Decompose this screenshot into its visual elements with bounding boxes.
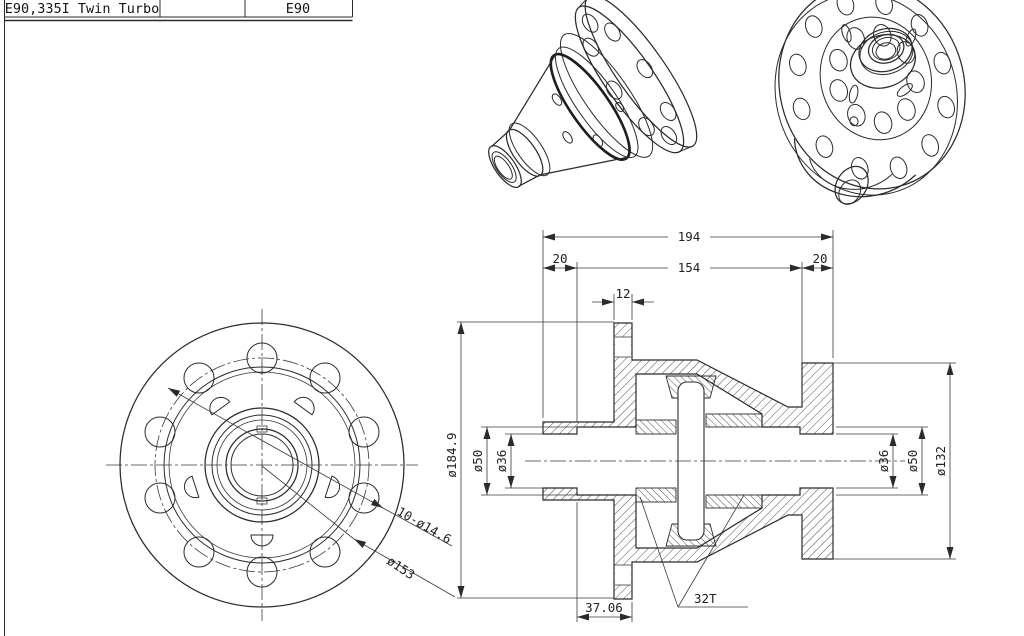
front-view: 10-ø14.6 ø153 bbox=[106, 309, 456, 621]
window-circle-dim: ø153 bbox=[384, 553, 417, 582]
iso-view-cone bbox=[488, 0, 698, 189]
dim-flange-width: 12 bbox=[615, 286, 630, 301]
dim-right-flange-od: ø132 bbox=[933, 446, 948, 476]
window-cutouts bbox=[183, 396, 341, 547]
front-hub bbox=[204, 407, 320, 523]
dim-right-offset: 20 bbox=[812, 251, 827, 266]
bolt-hole-dim: 10-ø14.6 bbox=[395, 504, 455, 547]
dim-spline-teeth: 32T bbox=[694, 591, 717, 606]
dim-text-mask bbox=[670, 260, 708, 272]
dim-right-bore: ø36 bbox=[876, 450, 891, 473]
dim-flange-face-offset: 37.06 bbox=[585, 600, 623, 615]
bolt-circle bbox=[154, 357, 370, 573]
title-cell-model: E90,335I Twin Turbo bbox=[5, 1, 159, 17]
dim-text-mask bbox=[670, 228, 708, 240]
flange-bolt-hole-section bbox=[615, 337, 631, 357]
cone-oil-holes bbox=[551, 93, 624, 147]
outer-hole-ring bbox=[789, 0, 955, 180]
dim-flange-od: ø184.9 bbox=[444, 432, 459, 477]
dim-left-counterbore: ø50 bbox=[470, 450, 485, 473]
title-cell-platform: E90 bbox=[286, 1, 310, 17]
title-block: E90,335I Twin Turbo E90 bbox=[4, 0, 353, 636]
dimension-texts: 20 20 12 ø184.9 ø50 ø36 ø36 ø50 ø132 37.… bbox=[444, 251, 948, 615]
dim-left-bore: ø36 bbox=[494, 450, 509, 473]
flange-bolt-hole-section bbox=[615, 565, 631, 585]
dim-right-counterbore: ø50 bbox=[905, 450, 920, 473]
iso-view-flange bbox=[774, 0, 966, 205]
flange-bolt-holes bbox=[581, 13, 678, 146]
dim-case-length: 154 bbox=[678, 260, 701, 275]
dim-left-offset: 20 bbox=[552, 251, 567, 266]
dim-overall-length: 194 bbox=[678, 229, 701, 244]
bolt-holes bbox=[144, 342, 380, 588]
section-view: 20 20 12 ø184.9 ø50 ø36 ø36 ø50 ø132 37.… bbox=[444, 230, 956, 622]
dimension-lines bbox=[457, 233, 954, 621]
center-hub bbox=[841, 24, 917, 127]
